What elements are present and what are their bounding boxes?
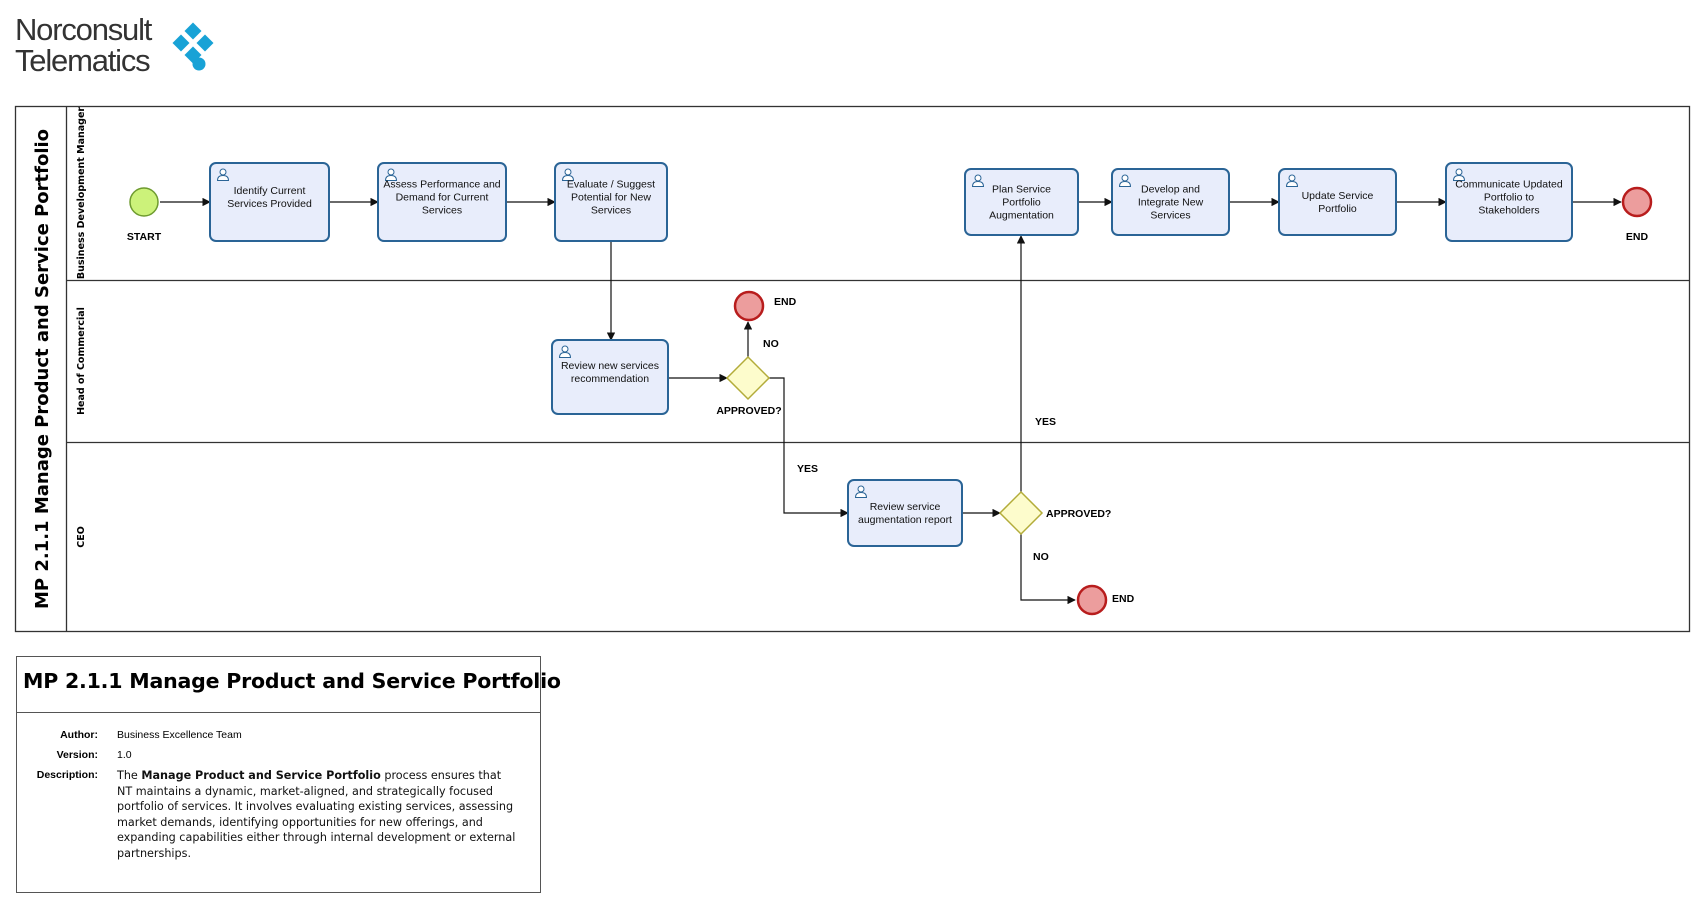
- flow-ceo-gateway-no-to-end: [1020, 534, 1076, 605]
- task-label-line: augmentation report: [858, 514, 952, 526]
- description-text: The Manage Product and Service Portfolio…: [117, 768, 517, 862]
- end-event-ceo: END: [1076, 584, 1135, 616]
- task-label-line: Services Provided: [227, 198, 312, 210]
- task-box: [1278, 168, 1397, 236]
- end-event-label: END: [1112, 593, 1135, 605]
- description-process-name: Manage Product and Service Portfolio: [141, 769, 381, 782]
- task-label-line: Portfolio to: [1484, 192, 1534, 204]
- task-box: [1111, 168, 1230, 236]
- gateway-ceo-approved: APPROVED?: [998, 490, 1111, 536]
- task-label-line: recommendation: [571, 373, 649, 385]
- lane-label-head-of-commercial: Head of Commercial: [76, 307, 87, 415]
- description-body: process ensures that NT maintains a dyna…: [117, 769, 516, 860]
- task-box: [377, 162, 507, 242]
- flow-label-yes: YES: [797, 463, 818, 475]
- task-label-line: Portfolio: [1318, 203, 1357, 215]
- task-label-line: Develop and: [1141, 184, 1200, 196]
- task-label-line: Review service: [870, 501, 941, 513]
- task-label-line: Review new services: [561, 360, 659, 372]
- flow-label-no: NO: [763, 338, 779, 350]
- end-event-hoc: END: [733, 290, 797, 322]
- task-box: [964, 168, 1079, 236]
- flow-label-yes: YES: [1035, 416, 1056, 428]
- task-box: [847, 479, 963, 547]
- process-info-panel: MP 2.1.1 Manage Product and Service Port…: [16, 656, 561, 893]
- task-box: [1445, 162, 1573, 242]
- lane-label-ceo: CEO: [76, 526, 87, 548]
- task-label-line: Integrate New: [1138, 197, 1204, 209]
- brand-line-2: Telematics: [15, 43, 150, 78]
- version-value: 1.0: [117, 749, 132, 761]
- end-event-bdm: END: [1621, 186, 1653, 243]
- author-label: Author:: [60, 729, 98, 741]
- sequence-flows: [160, 197, 1622, 605]
- lane-label-business-development-manager: Business Development Manager: [76, 107, 87, 280]
- task-label-line: Demand for Current: [396, 192, 489, 204]
- info-title: MP 2.1.1 Manage Product and Service Port…: [17, 657, 561, 713]
- task-label-line: Services: [591, 205, 631, 217]
- version-label: Version:: [56, 749, 98, 761]
- company-logo: Norconsult Telematics: [15, 12, 214, 78]
- task-label-line: Assess Performance and: [383, 179, 500, 191]
- end-event-label: END: [1626, 231, 1649, 243]
- task-label-line: Communicate Updated: [1455, 179, 1563, 191]
- task-box: [209, 162, 330, 242]
- task-label-line: Evaluate / Suggest: [567, 179, 655, 191]
- gateway-label: APPROVED?: [1046, 508, 1111, 520]
- author-value: Business Excellence Team: [117, 729, 242, 741]
- task-label-line: Stakeholders: [1478, 205, 1539, 217]
- description-prefix: The: [117, 769, 142, 782]
- task-label-line: Portfolio: [1002, 197, 1041, 209]
- flow-label-no: NO: [1033, 551, 1049, 563]
- start-event-label: START: [127, 231, 162, 243]
- flow-gateway-yes-to-review-aug: [769, 377, 849, 518]
- task-label-line: Services: [1150, 210, 1190, 222]
- task-box: [554, 162, 668, 242]
- task-label-line: Augmentation: [989, 210, 1054, 222]
- pool-title: MP 2.1.1 Manage Product and Service Port…: [32, 129, 53, 609]
- task-box: [551, 339, 669, 415]
- gateway-label: APPROVED?: [716, 405, 781, 417]
- logo-diamond-icon: [172, 22, 214, 71]
- gateway-hoc-approved: APPROVED?: [716, 355, 782, 417]
- end-event-label: END: [774, 296, 797, 308]
- task-label-line: Plan Service: [992, 184, 1051, 196]
- start-event: START: [127, 187, 162, 243]
- brand-line-1: Norconsult: [15, 12, 153, 47]
- task-label-line: Update Service: [1302, 190, 1374, 202]
- task-label-line: Identify Current: [234, 185, 306, 197]
- task-label-line: Services: [422, 205, 462, 217]
- description-label: Description:: [36, 769, 98, 781]
- task-label-line: Potential for New: [571, 192, 651, 204]
